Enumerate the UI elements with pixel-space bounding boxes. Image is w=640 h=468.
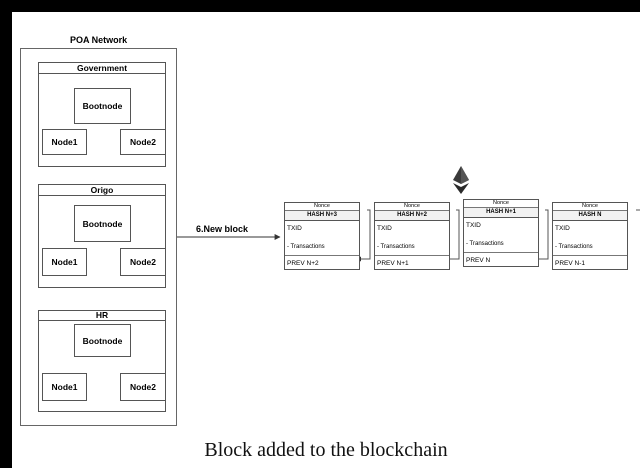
- node2-origo: Node2: [120, 248, 166, 276]
- bootnode-government: Bootnode: [74, 88, 131, 124]
- figure-caption: Block added to the blockchain: [204, 439, 448, 461]
- node2-hr: Node2: [120, 373, 166, 401]
- node1-origo: Node1: [42, 248, 87, 276]
- block-nonce: Nonce: [285, 203, 359, 211]
- block-prev: PREV N+2: [285, 255, 359, 268]
- block-hash-n: Nonce HASH N TXID - Transactions PREV N-…: [552, 202, 628, 270]
- block-prev: PREV N+1: [375, 255, 449, 268]
- new-block-label: 6.New block: [196, 224, 249, 234]
- block-transactions: - Transactions: [287, 244, 325, 250]
- block-hash-n2: Nonce HASH N+2 TXID - Transactions PREV …: [374, 202, 450, 270]
- bootnode-hr: Bootnode: [74, 324, 131, 357]
- group-label-origo: Origo: [39, 185, 165, 196]
- block-hash: HASH N+3: [285, 211, 359, 221]
- ethereum-icon: [453, 166, 469, 194]
- block-nonce: Nonce: [375, 203, 449, 211]
- block-transactions: - Transactions: [377, 244, 415, 250]
- block-txid: TXID: [287, 225, 302, 232]
- block-prev: PREV N-1: [553, 255, 627, 268]
- chain-links: [361, 209, 640, 260]
- group-label-government: Government: [39, 63, 165, 74]
- block-txid: TXID: [555, 225, 570, 232]
- block-prev: PREV N: [464, 252, 538, 265]
- block-transactions: - Transactions: [555, 244, 593, 250]
- block-hash-n3: Nonce HASH N+3 TXID - Transactions PREV …: [284, 202, 360, 270]
- block-hash: HASH N+2: [375, 211, 449, 221]
- node1-hr: Node1: [42, 373, 87, 401]
- node1-government: Node1: [42, 129, 87, 155]
- bootnode-origo: Bootnode: [74, 205, 131, 242]
- block-txid: TXID: [377, 225, 392, 232]
- block-nonce: Nonce: [464, 200, 538, 208]
- block-transactions: - Transactions: [466, 241, 504, 247]
- block-hash-n1: Nonce HASH N+1 TXID - Transactions PREV …: [463, 199, 539, 267]
- group-label-hr: HR: [39, 310, 165, 321]
- block-hash: HASH N: [553, 211, 627, 221]
- block-txid: TXID: [466, 222, 481, 229]
- node2-government: Node2: [120, 129, 166, 155]
- network-title: POA Network: [70, 35, 128, 45]
- block-hash: HASH N+1: [464, 208, 538, 218]
- block-nonce: Nonce: [553, 203, 627, 211]
